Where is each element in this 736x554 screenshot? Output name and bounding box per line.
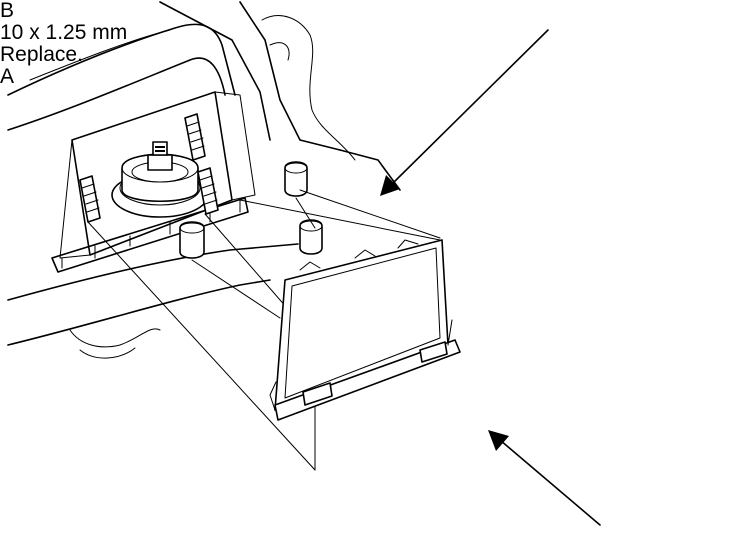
- callout-b: B 10 x 1.25 mm Replace.: [0, 0, 736, 66]
- leader-lines: [87, 189, 441, 471]
- strut-mount: [111, 141, 209, 218]
- flange-nuts: [179, 161, 323, 259]
- callout-a-letter: A: [0, 65, 15, 88]
- callout-b-note: Replace.: [0, 43, 83, 66]
- strut-cover: [269, 239, 461, 421]
- vehicle-body-outline: [7, 1, 401, 359]
- arrow-b: [380, 29, 549, 196]
- mount-studs: [79, 113, 219, 223]
- callout-b-spec: 10 x 1.25 mm: [0, 21, 128, 44]
- callout-a: A: [0, 66, 736, 88]
- callout-b-letter: B: [0, 0, 15, 22]
- arrow-a: [488, 430, 601, 526]
